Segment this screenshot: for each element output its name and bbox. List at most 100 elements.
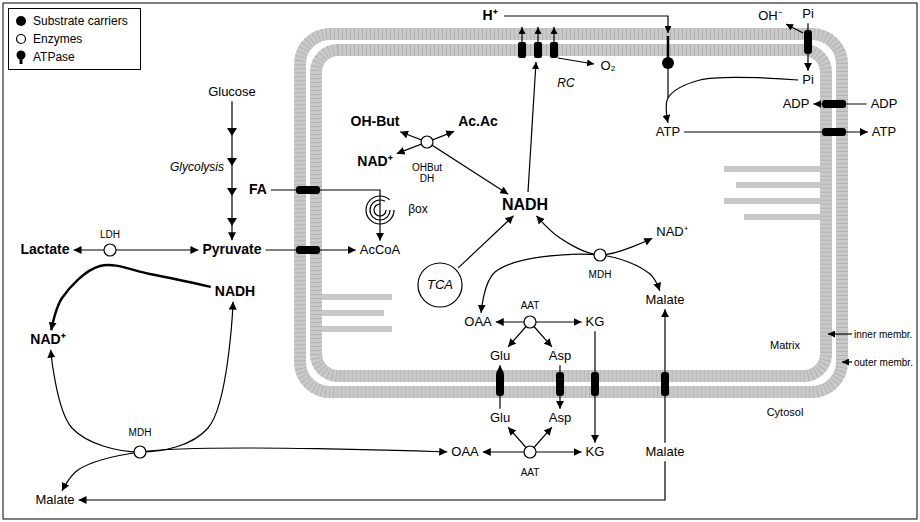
inner-membrane bbox=[316, 50, 826, 376]
metabolite-node: OAA bbox=[449, 445, 480, 459]
text-label: βox bbox=[408, 203, 428, 216]
leader-line bbox=[828, 333, 852, 334]
node-text: Pi bbox=[802, 73, 814, 87]
carrier bbox=[296, 246, 320, 254]
text-label: LDH bbox=[100, 229, 120, 240]
beta-oxidation-spiral bbox=[366, 196, 394, 224]
label-text: inner membr. bbox=[854, 329, 912, 340]
metabolite-node: Malate bbox=[33, 493, 76, 507]
legend-text: Substrate carriers bbox=[33, 14, 128, 28]
label-text: outer membr. bbox=[854, 357, 913, 368]
node-text: Asp bbox=[549, 411, 571, 425]
enzyme-circle bbox=[524, 316, 536, 328]
node-text: NADH bbox=[502, 196, 548, 214]
metabolite-node: Malate bbox=[643, 293, 686, 307]
text-label: Matrix bbox=[770, 339, 800, 351]
metabolite-node: NAD⁺ bbox=[654, 225, 689, 239]
text-label: Cytosol bbox=[767, 406, 804, 418]
metabolite-node: Lactate bbox=[18, 242, 71, 257]
legend-item: Substrate carriers bbox=[15, 12, 128, 30]
text-label: MDH bbox=[129, 427, 152, 438]
text-label: MDH bbox=[589, 269, 612, 280]
enzyme-circle bbox=[134, 446, 146, 458]
text-label: Glycolysis bbox=[170, 161, 224, 174]
spiral-turn bbox=[374, 204, 386, 216]
node-text: Glu bbox=[490, 349, 510, 363]
electron-arrow bbox=[528, 62, 536, 192]
proton-pump-arrow bbox=[537, 27, 538, 42]
node-text: Glu bbox=[490, 411, 510, 425]
legend-text: ATPase bbox=[33, 50, 75, 64]
label-text: AAT bbox=[521, 467, 540, 478]
node-text: NAD⁺ bbox=[656, 225, 687, 239]
inner-membrane-texture bbox=[316, 50, 826, 376]
step-arrowhead bbox=[227, 158, 237, 166]
crista bbox=[744, 214, 820, 220]
node-text: NAD⁺ bbox=[30, 332, 65, 347]
atpase-output-line bbox=[667, 69, 668, 98]
label-text: Cytosol bbox=[767, 406, 804, 418]
label-text: O₂ bbox=[600, 58, 615, 73]
metabolite-node: KG bbox=[584, 315, 607, 329]
carrier bbox=[296, 186, 320, 194]
node-text: KG bbox=[586, 445, 605, 459]
node-text: Malate bbox=[645, 293, 684, 307]
crista bbox=[736, 182, 820, 188]
outer-membrane bbox=[300, 34, 842, 392]
label-text: βox bbox=[408, 202, 428, 216]
metabolite-node: ADP bbox=[781, 97, 812, 111]
text-label: inner membr. bbox=[854, 329, 912, 340]
label-text: Glycolysis bbox=[170, 160, 224, 174]
flux-arrow bbox=[458, 216, 513, 268]
node-text: Ac.Ac bbox=[458, 114, 498, 129]
node-text: Malate bbox=[35, 493, 74, 507]
node-text: Asp bbox=[549, 349, 571, 363]
crista bbox=[322, 294, 392, 300]
node-text: OH-But bbox=[351, 114, 400, 129]
outer-membrane-texture bbox=[300, 34, 842, 392]
text-label: OH⁻ bbox=[758, 9, 782, 23]
text-label: OHBut DH bbox=[406, 162, 448, 184]
label-text: AAT bbox=[521, 300, 540, 311]
legend-symbol bbox=[15, 32, 27, 46]
carrier bbox=[822, 128, 846, 136]
crista bbox=[322, 326, 392, 332]
label-text: OH⁻ bbox=[758, 8, 782, 23]
metabolite-node: NAD⁺ bbox=[28, 332, 67, 347]
spiral-turn bbox=[370, 200, 390, 220]
energy-lines bbox=[504, 16, 852, 362]
metabolite-node: KG bbox=[584, 445, 607, 459]
glycolysis-steps bbox=[227, 128, 237, 226]
text-label: AAT bbox=[521, 467, 540, 478]
text-label: H⁺ bbox=[482, 8, 497, 23]
legend-symbol bbox=[15, 50, 27, 64]
crista bbox=[322, 310, 384, 316]
step-arrowhead bbox=[227, 218, 237, 226]
text-label: AAT bbox=[521, 300, 540, 311]
enzyme-circle bbox=[524, 446, 536, 458]
label-text: MDH bbox=[589, 269, 612, 280]
carrier bbox=[822, 100, 846, 108]
metabolite-node: NADH bbox=[500, 196, 550, 214]
flux-arrow bbox=[397, 142, 509, 194]
metabolite-node: Glucose bbox=[206, 85, 258, 99]
crista bbox=[724, 198, 820, 204]
node-text: ADP bbox=[871, 97, 898, 111]
metabolite-node: FA bbox=[247, 182, 269, 197]
metabolite-node: Ac.Ac bbox=[456, 114, 500, 129]
node-text: ATP bbox=[872, 125, 896, 139]
enzyme-circle bbox=[421, 136, 433, 148]
metabolite-node: ATP bbox=[654, 125, 682, 139]
flux-arrow bbox=[74, 249, 199, 250]
node-text: OAA bbox=[464, 315, 491, 329]
node-text: ATP bbox=[656, 125, 680, 139]
substrate-carriers bbox=[296, 30, 846, 396]
leader-line bbox=[842, 361, 852, 362]
text-label: RC bbox=[557, 77, 574, 90]
respiratory-chain-carrier bbox=[550, 42, 558, 58]
respiratory-chain-carrier bbox=[534, 42, 542, 58]
cristae bbox=[322, 166, 820, 332]
spiral-turn bbox=[366, 196, 394, 224]
